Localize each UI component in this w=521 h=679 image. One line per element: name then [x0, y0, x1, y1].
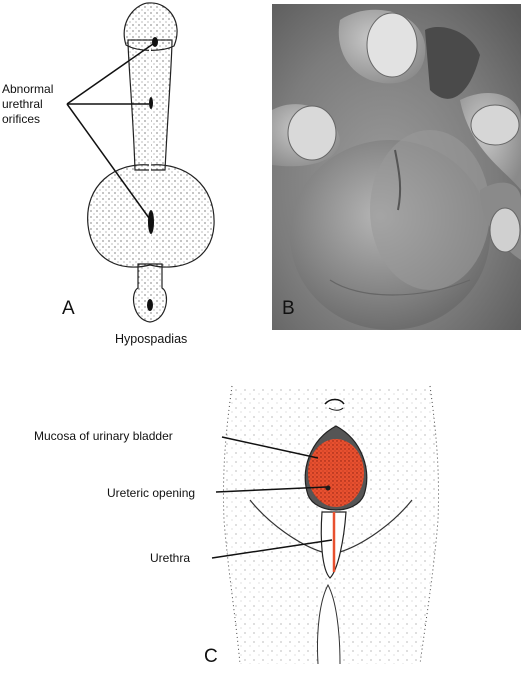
- glans: [123, 2, 178, 51]
- orifice-glans: [152, 37, 158, 47]
- perineum: [132, 263, 168, 323]
- panel-b-photo: [272, 4, 521, 330]
- mucosa-label: Mucosa of urinary bladder: [34, 429, 173, 443]
- orifice-scrotal: [148, 210, 154, 234]
- panel-a-illustration: [66, 2, 215, 323]
- panel-c-letter: C: [204, 646, 218, 667]
- panel-b-letter: B: [282, 298, 295, 319]
- urethra-label: Urethra: [150, 551, 191, 565]
- panel-c-illustration: [211, 385, 440, 665]
- abnormal-orifices-line-3: orifices: [2, 112, 41, 126]
- panel-a-leaders: [66, 43, 154, 219]
- abnormal-orifices-line-2: urethral: [2, 97, 43, 111]
- abnormal-orifices-line-1: Abnormal: [2, 82, 54, 96]
- ureteric-opening-dot: [325, 485, 331, 491]
- panel-a-letter: A: [62, 298, 75, 319]
- orifice-perineal: [147, 299, 153, 311]
- abnormal-orifices-label: Abnormal urethral orifices: [2, 82, 92, 127]
- hypospadias-caption: Hypospadias: [115, 332, 188, 346]
- panel-c-leaders: [211, 436, 333, 559]
- ureteric-opening-label: Ureteric opening: [107, 486, 196, 500]
- bladder-mucosa: [308, 439, 364, 507]
- orifice-shaft: [149, 97, 153, 109]
